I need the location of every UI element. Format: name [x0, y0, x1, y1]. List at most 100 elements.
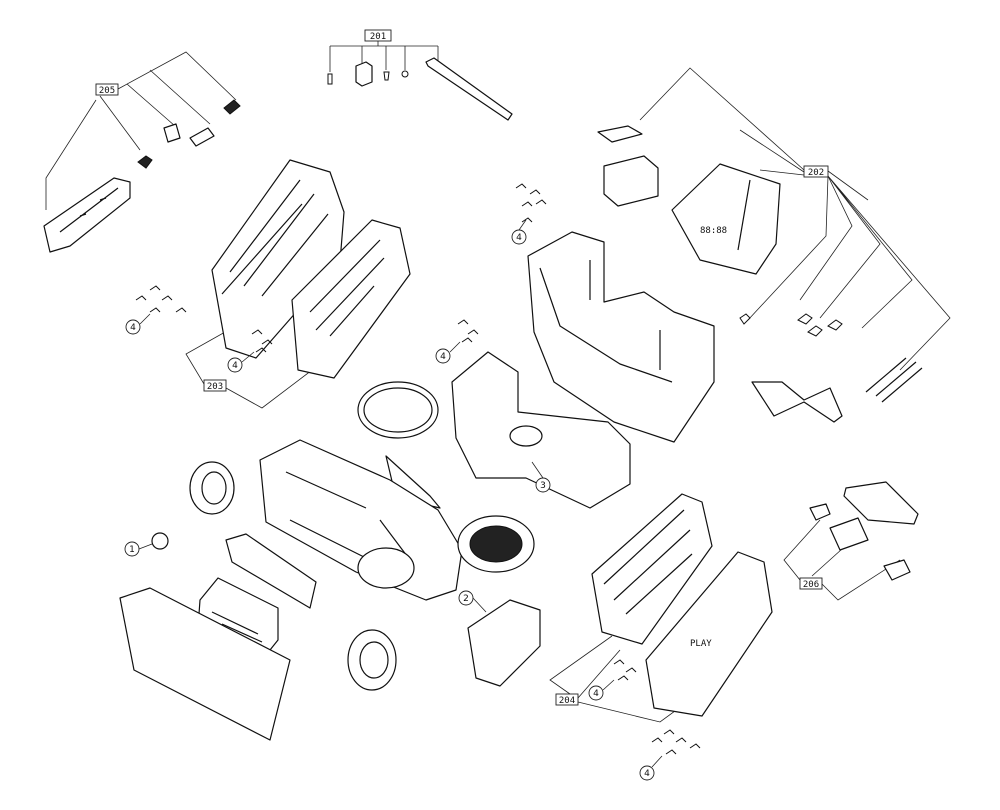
- assembly-202-top-cover: 202 88:88: [527, 67, 951, 443]
- plate-205: [189, 127, 215, 147]
- callout-label-4a: 4: [516, 233, 522, 243]
- code-label-203: 203: [207, 382, 223, 392]
- callout-leader-1: [138, 543, 153, 550]
- ring-206: [809, 503, 831, 521]
- callout-circle-4b: [125, 319, 141, 335]
- wire-202: [751, 381, 843, 423]
- base-plate-3: [451, 351, 631, 509]
- code-box-203: [203, 379, 227, 392]
- callout-circle-4c: [227, 357, 243, 373]
- jack-205: [223, 99, 241, 115]
- screw-set-4a: [515, 183, 547, 223]
- callout-circle-4e: [588, 685, 604, 701]
- charger-module-206: [843, 481, 919, 525]
- grille-bar: [225, 533, 317, 609]
- callout-circle-4f: [639, 765, 655, 781]
- code-box-206: [799, 577, 823, 590]
- callout-label-2: 2: [463, 594, 469, 604]
- callout-label-4d: 4: [440, 352, 446, 362]
- cover-ridge-202: [737, 179, 751, 251]
- callout-leader-4e: [602, 679, 615, 691]
- connector-205: [137, 155, 153, 169]
- front-housing-204: [645, 551, 773, 717]
- control-panel-buttons: [211, 611, 263, 643]
- tweeter-right-cone: [359, 641, 389, 679]
- switch-206: [883, 559, 911, 581]
- rods-202: [865, 357, 923, 403]
- code-label-202: 202: [808, 168, 824, 178]
- screw-set-4d: [457, 319, 479, 343]
- assembly-201-hardware: 201: [327, 29, 513, 121]
- callout-leader-4c: [241, 351, 255, 363]
- callout-leader-4f: [651, 755, 663, 768]
- front-panel-parts: [119, 461, 397, 741]
- code-label-204: 204: [559, 696, 575, 706]
- grille-text-204: PLAY: [690, 639, 712, 649]
- rear-housing-ribs-204: [603, 509, 693, 615]
- woofer-cone: [469, 525, 523, 563]
- handle-rod-201: [425, 57, 513, 121]
- tweeter-left: [189, 461, 235, 515]
- callout-label-1: 1: [129, 545, 135, 555]
- leader-201: [329, 41, 439, 72]
- tweeter-right: [347, 629, 397, 691]
- callout-label-4b: 4: [130, 323, 136, 333]
- assembly-204-housing: 204 PLAY: [549, 493, 773, 723]
- code-label-201: 201: [370, 32, 386, 42]
- assembly-203-housing: 203: [185, 159, 411, 409]
- gasket-ring: [357, 381, 439, 439]
- item-callouts: 1 2 3 4 4 4 4 4 4: [124, 183, 701, 781]
- front-bezel: [119, 587, 291, 741]
- assembly-205-bracket: 205: [43, 51, 241, 253]
- callout-leader-4d: [449, 341, 461, 353]
- code-box-202: [803, 165, 829, 178]
- callout-leader-4a: [518, 219, 527, 231]
- screw-set-4b: [135, 285, 187, 313]
- gasket-ring-inner: [363, 387, 433, 433]
- enclosure-port: [357, 547, 415, 589]
- callout-circle-4d: [435, 348, 451, 364]
- inner-frame-202: [527, 231, 715, 443]
- callout-label-3: 3: [540, 481, 546, 491]
- screw-set-4e: [613, 659, 637, 681]
- screw-set-4c: [251, 329, 273, 353]
- code-box-205: [95, 83, 119, 96]
- tweeter-left-cone: [201, 471, 227, 505]
- callout-leader-2: [472, 597, 487, 613]
- screw-small-201: [383, 71, 390, 81]
- base-plate-hole: [509, 425, 543, 447]
- volume-knob-1: [151, 532, 169, 550]
- rear-housing-204: [591, 493, 713, 645]
- code-label-205: 205: [99, 86, 115, 96]
- callout-leader-4b: [139, 313, 151, 325]
- assembly-206-module: 206: [783, 481, 919, 601]
- screw-set-202: [797, 313, 843, 337]
- screw-201: [327, 73, 333, 85]
- code-box-204: [555, 693, 579, 706]
- callout-label-4f: 4: [644, 769, 650, 779]
- callout-label-4c: 4: [232, 361, 238, 371]
- bracket-clip-201: [355, 61, 373, 87]
- front-housing-ribs-203: [309, 239, 385, 337]
- callout-leader-3: [531, 461, 544, 479]
- washer-201: [401, 70, 409, 78]
- frame-detail-202: [539, 260, 673, 383]
- leader-202: [639, 67, 951, 371]
- switch-205: [163, 123, 181, 143]
- display-text-202: 88:88: [700, 226, 727, 236]
- callout-label-4e: 4: [593, 689, 599, 699]
- bracket-detail-205: [59, 187, 119, 233]
- strip-202: [597, 125, 643, 143]
- mounting-bracket-205: [43, 177, 131, 253]
- rear-housing-ribs-203: [221, 179, 329, 297]
- front-housing-203: [291, 219, 411, 379]
- button-cap-202: [603, 155, 659, 207]
- center-parts: [259, 351, 631, 687]
- leader-205: [45, 51, 237, 210]
- battery-tray-2: [467, 599, 541, 687]
- code-label-206: 206: [803, 580, 819, 590]
- screw-202: [739, 313, 751, 325]
- screw-set-4f: [651, 729, 701, 755]
- top-cover-202: [671, 163, 781, 275]
